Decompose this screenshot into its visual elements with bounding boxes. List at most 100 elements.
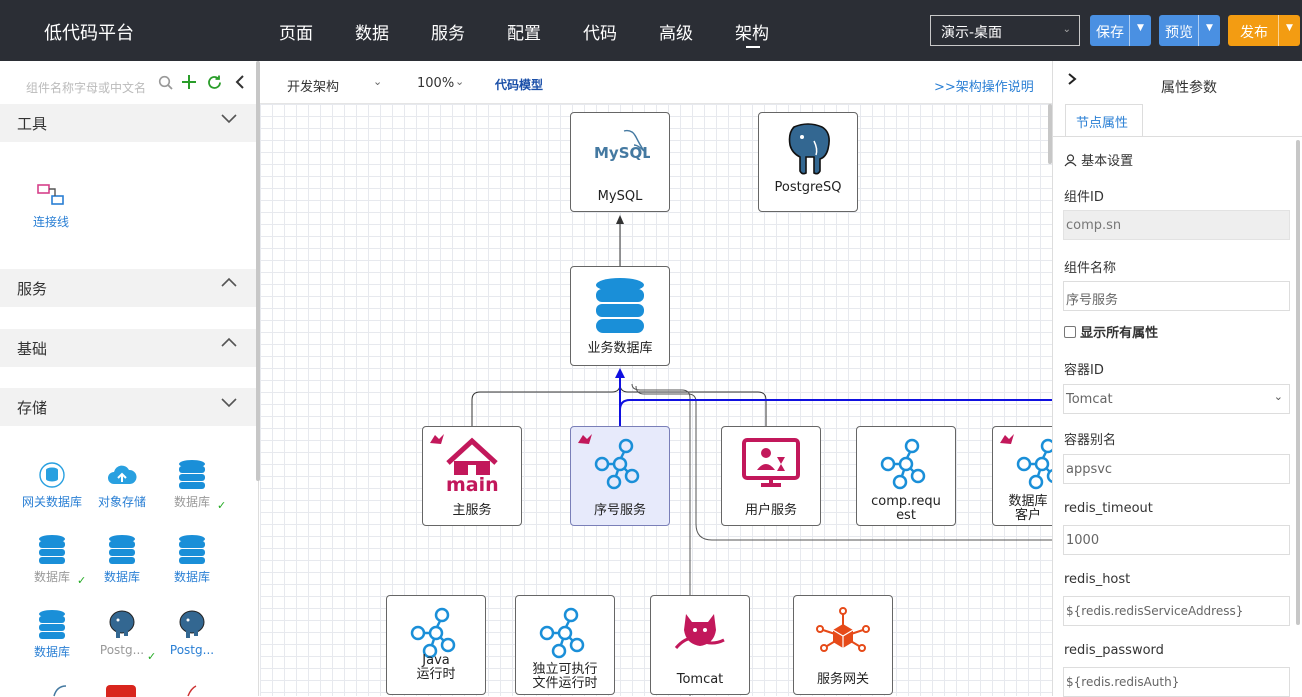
- palette-item-database[interactable]: 数据库: [17, 607, 87, 660]
- palette-item-database[interactable]: 数据库: [87, 532, 157, 585]
- node-java-runtime[interactable]: Java 运行时: [386, 595, 486, 695]
- properties-scrollbar[interactable]: [1296, 140, 1300, 625]
- palette-item-label: Postg...: [99, 643, 145, 657]
- field-label: 组件ID: [1064, 190, 1104, 205]
- publish-button[interactable]: 发布▼: [1228, 15, 1300, 46]
- redis-icon[interactable]: [106, 685, 136, 697]
- palette-item-object-storage[interactable]: 对象存储: [87, 457, 157, 510]
- canvas-toolbar: 开发架构⌄ 100%⌄ 代码模型 >>架构操作说明: [260, 61, 1052, 104]
- node-mysql-label: MySQL: [597, 189, 643, 204]
- nav-config[interactable]: 配置: [507, 24, 541, 44]
- network-database-icon: [17, 457, 87, 493]
- palette-item-postgres[interactable]: Postg...: [87, 607, 157, 657]
- palette-item-label: 数据库: [103, 570, 140, 584]
- architecture-select[interactable]: 开发架构⌄: [287, 75, 382, 95]
- service-nodes-icon: [571, 437, 669, 491]
- environment-select[interactable]: 演示-桌面⌄: [930, 15, 1080, 46]
- palette-item-label: 网关数据库: [21, 495, 82, 509]
- chevron-down-icon: ⌄: [1273, 390, 1283, 403]
- preview-button[interactable]: 预览 ▼: [1159, 15, 1220, 46]
- palette-item-gateway-db[interactable]: 网关数据库: [17, 457, 87, 510]
- search-icon[interactable]: [158, 75, 174, 91]
- caret-down-icon[interactable]: ▼: [1198, 15, 1220, 46]
- component-search-input[interactable]: 组件名称字母或中文名: [26, 81, 147, 95]
- database-icon: [17, 532, 87, 568]
- palette-item-postgres[interactable]: Postg...: [157, 607, 227, 657]
- preview-label: 预览: [1165, 25, 1193, 41]
- node-comp-request[interactable]: comp.request: [856, 426, 956, 526]
- node-user-service[interactable]: 用户服务: [721, 426, 821, 526]
- mysql-dolphin-icon[interactable]: [52, 685, 68, 697]
- redis-host-field[interactable]: ${redis.redisServiceAddress}: [1063, 596, 1290, 626]
- save-button[interactable]: 保存▼: [1090, 15, 1151, 46]
- node-executable-runtime[interactable]: 独立可执行 文件运行时: [515, 595, 615, 695]
- architecture-help-link[interactable]: >>架构操作说明: [934, 80, 1034, 95]
- component-name-field[interactable]: 序号服务: [1063, 281, 1290, 311]
- collapse-right-icon[interactable]: [1067, 72, 1077, 86]
- node-db-client-label: 数据库客户: [1008, 494, 1048, 523]
- component-id-field: comp.sn: [1063, 210, 1290, 240]
- category-basic-label: 基础: [17, 340, 48, 358]
- basic-settings-heading: 基本设置: [1064, 150, 1133, 169]
- palette-item-label: 连接线: [32, 215, 69, 229]
- caret-down-icon[interactable]: ▼: [1129, 15, 1151, 46]
- redis-password-field[interactable]: ${redis.redisAuth}: [1063, 667, 1290, 697]
- category-services-label: 服务: [17, 280, 48, 298]
- node-business-db[interactable]: 业务数据库: [570, 266, 670, 366]
- nav-services[interactable]: 服务: [431, 24, 465, 44]
- node-sequence-service-label: 序号服务: [593, 503, 646, 518]
- node-service-gateway[interactable]: 服务网关: [793, 595, 893, 695]
- palette-item-database[interactable]: 数据库: [157, 532, 227, 585]
- refresh-icon[interactable]: [206, 74, 223, 91]
- node-java-runtime-label: Java 运行时: [416, 653, 456, 682]
- check-icon: ✓: [217, 499, 227, 512]
- tomcat-cat-icon: [651, 606, 749, 656]
- palette-item-label: 数据库: [33, 645, 70, 659]
- database-icon: [17, 607, 87, 643]
- field-label: redis_password: [1064, 643, 1164, 658]
- add-icon[interactable]: [180, 73, 198, 91]
- node-mysql[interactable]: MySQL MySQL: [570, 112, 670, 212]
- code-model-link[interactable]: 代码模型: [495, 78, 544, 92]
- category-services[interactable]: 服务: [0, 269, 256, 307]
- nav-code[interactable]: 代码: [583, 24, 617, 44]
- nav-pages[interactable]: 页面: [279, 24, 313, 44]
- service-nodes-icon: [857, 437, 955, 491]
- palette-item-database[interactable]: 数据库: [17, 532, 87, 585]
- node-user-service-label: 用户服务: [744, 503, 797, 518]
- show-all-properties-label: 显示所有属性: [1080, 326, 1159, 341]
- palette-scrollbar[interactable]: [256, 61, 260, 481]
- palette-item-label: 数据库: [173, 570, 210, 584]
- redis-timeout-field[interactable]: 1000: [1063, 525, 1290, 555]
- node-postgres[interactable]: PostgreSQ: [758, 112, 858, 212]
- diagram-canvas[interactable]: MySQL MySQL PostgreSQ 业务数据库 main 主服务 序号服…: [260, 104, 1052, 696]
- nav-architecture[interactable]: 架构: [735, 24, 769, 44]
- tab-node-properties[interactable]: 节点属性: [1065, 104, 1143, 136]
- canvas-scrollbar[interactable]: [1048, 104, 1052, 164]
- node-main-service[interactable]: main 主服务: [422, 426, 522, 526]
- caret-down-icon[interactable]: ▼: [1278, 15, 1300, 46]
- container-id-select[interactable]: Tomcat⌄: [1063, 384, 1290, 414]
- category-basic[interactable]: 基础: [0, 329, 256, 367]
- chevron-down-icon: [220, 109, 238, 127]
- zoom-select[interactable]: 100%⌄: [417, 75, 464, 91]
- properties-title: 属性参数: [1161, 80, 1217, 96]
- collapse-left-icon[interactable]: [234, 74, 246, 90]
- chevron-down-icon: ⌄: [1062, 24, 1071, 35]
- node-sequence-service[interactable]: 序号服务: [570, 426, 670, 526]
- palette-item-connector[interactable]: 连接线: [16, 177, 86, 230]
- connector-icon: [16, 177, 86, 213]
- category-storage[interactable]: 存储: [0, 388, 256, 426]
- postgres-elephant-icon: [157, 607, 227, 643]
- checkbox-icon[interactable]: [1064, 326, 1076, 338]
- show-all-properties-checkbox[interactable]: 显示所有属性: [1064, 322, 1158, 341]
- main-logo-text: main: [446, 474, 499, 493]
- category-tools[interactable]: 工具: [0, 104, 256, 142]
- node-db-client[interactable]: 数据库客户: [992, 426, 1052, 526]
- container-alias-field[interactable]: appsvc: [1063, 454, 1290, 484]
- node-tomcat[interactable]: Tomcat: [650, 595, 750, 695]
- palette-item-database[interactable]: 数据库: [157, 457, 227, 510]
- nav-data[interactable]: 数据: [355, 24, 389, 44]
- sqlserver-icon[interactable]: [186, 685, 198, 697]
- nav-advanced[interactable]: 高级: [659, 24, 693, 44]
